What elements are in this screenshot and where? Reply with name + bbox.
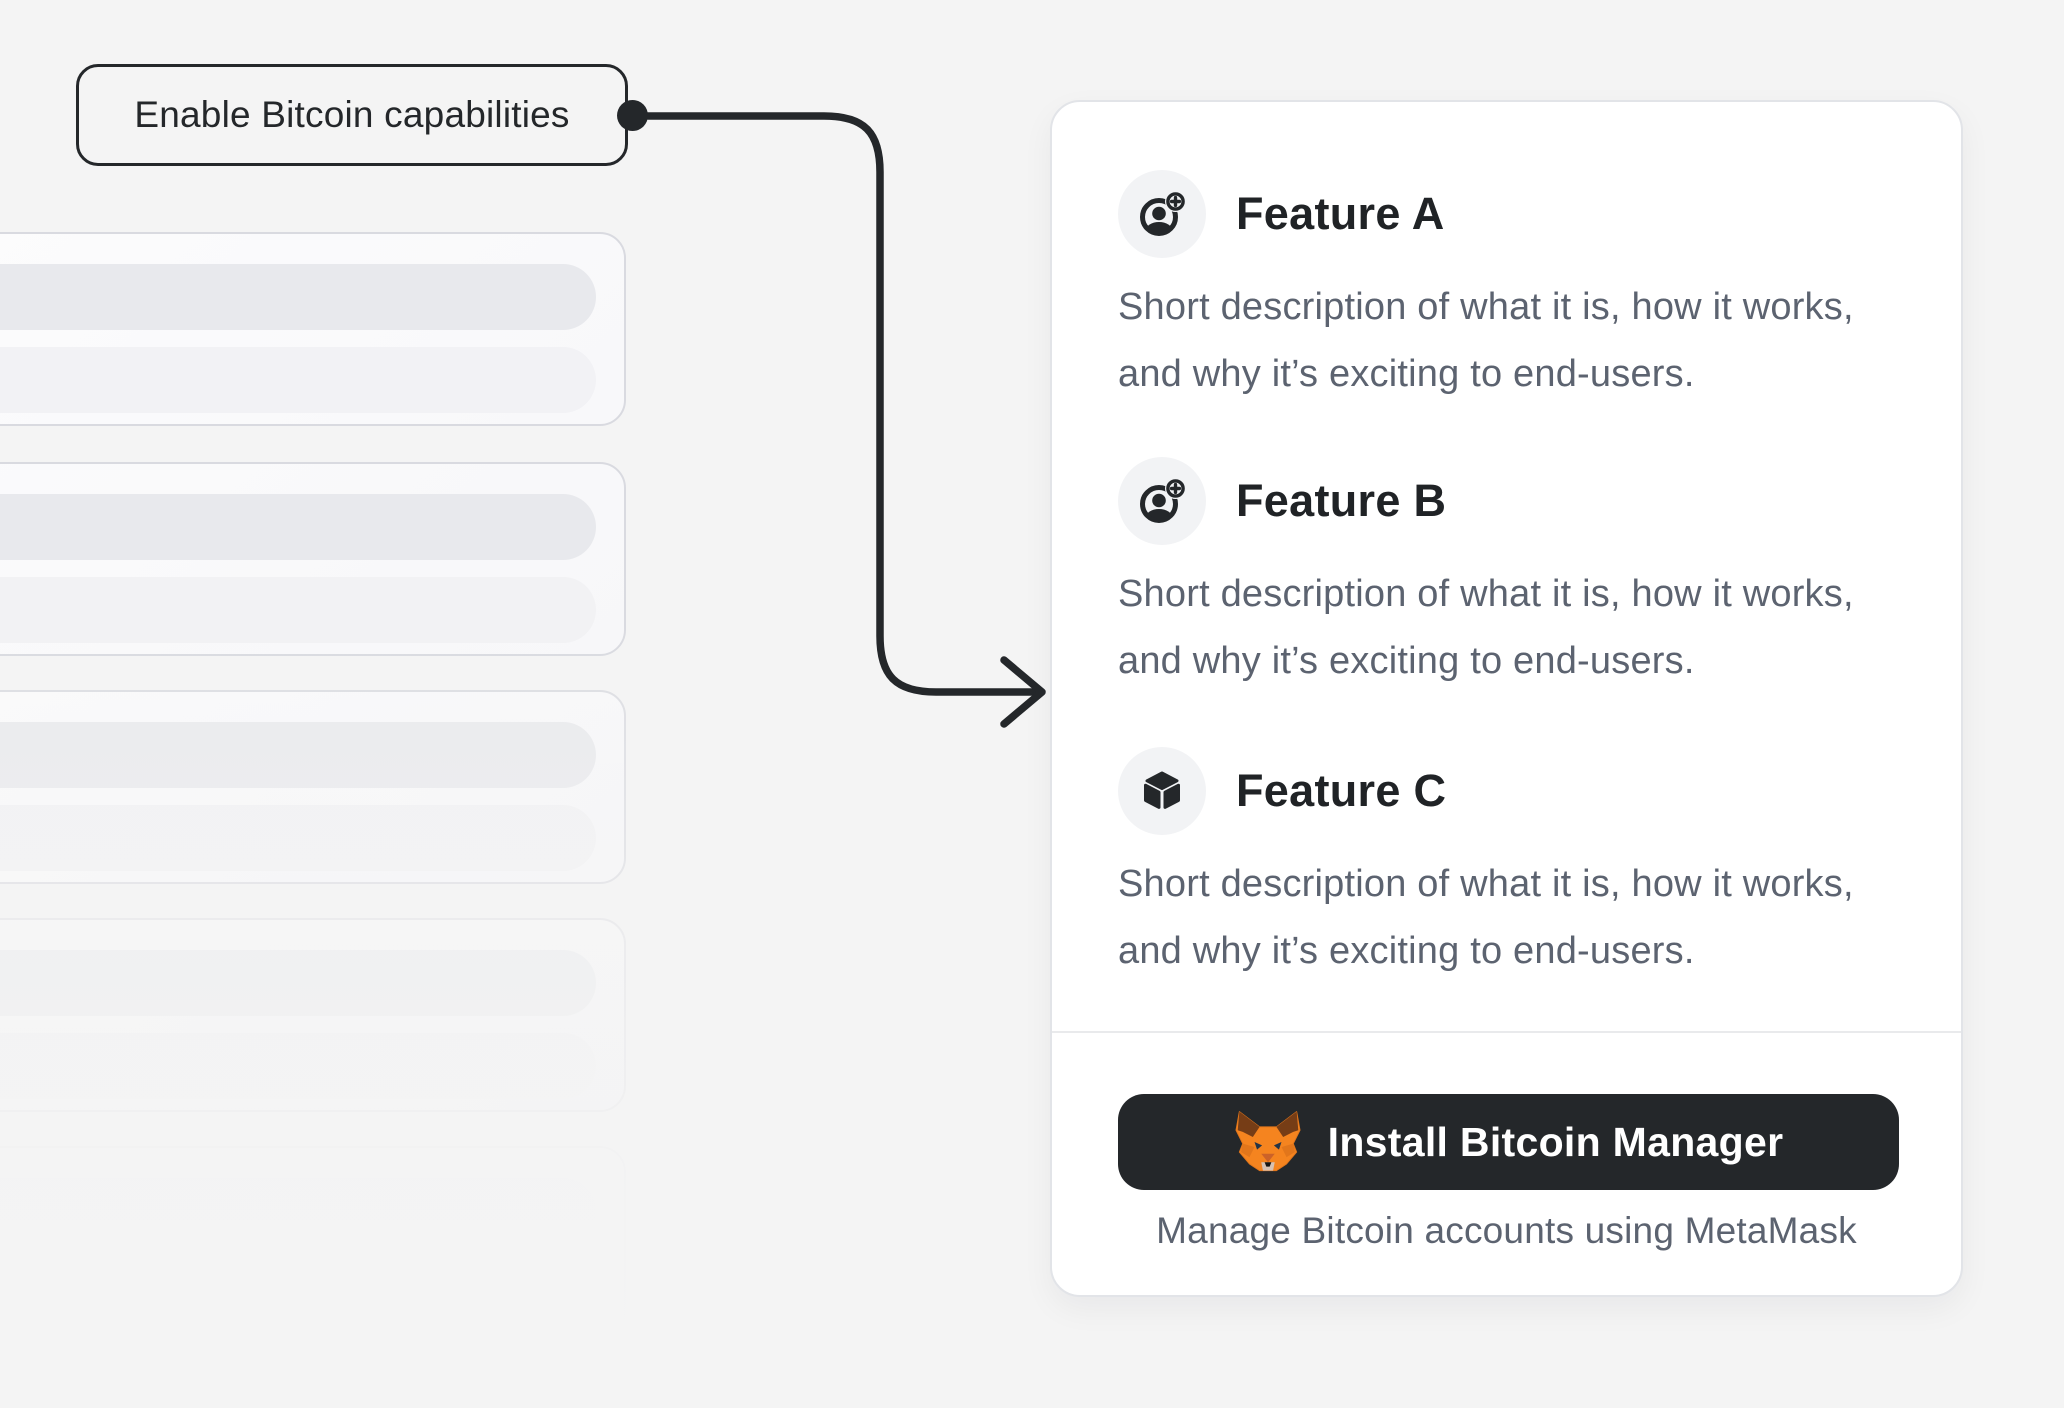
account-add-icon bbox=[1118, 457, 1206, 545]
metamask-fox-icon bbox=[1235, 1111, 1301, 1172]
connector-dot bbox=[617, 100, 648, 131]
feature-card: Feature A Short description of what it i… bbox=[1050, 100, 1963, 1297]
skeleton-card bbox=[0, 918, 626, 1112]
feature-item-b: Feature B Short description of what it i… bbox=[1118, 457, 1905, 695]
card-caption: Manage Bitcoin accounts using MetaMask bbox=[1156, 1210, 1857, 1251]
card-divider bbox=[1052, 1031, 1961, 1033]
skeleton-card bbox=[0, 232, 626, 426]
skeleton-row-pill bbox=[0, 722, 596, 788]
feature-item-a: Feature A Short description of what it i… bbox=[1118, 170, 1905, 408]
skeleton-row-pill bbox=[0, 577, 596, 643]
skeleton-row-pill bbox=[0, 494, 596, 560]
feature-description: Short description of what it is, how it … bbox=[1118, 286, 1854, 395]
annotation-label: Enable Bitcoin capabilities bbox=[76, 64, 628, 166]
account-add-icon bbox=[1118, 170, 1206, 258]
feature-row: Feature A bbox=[1118, 170, 1905, 258]
skeleton-row-pill bbox=[0, 1261, 596, 1327]
skeleton-card bbox=[0, 462, 626, 656]
feature-row: Feature B bbox=[1118, 457, 1905, 545]
skeleton-card bbox=[0, 690, 626, 884]
feature-title: Feature A bbox=[1236, 188, 1445, 239]
annotation-label-text: Enable Bitcoin capabilities bbox=[134, 94, 570, 135]
skeleton-row-pill bbox=[0, 347, 596, 413]
install-bitcoin-manager-button[interactable]: Install Bitcoin Manager bbox=[1118, 1094, 1899, 1190]
feature-description: Short description of what it is, how it … bbox=[1118, 863, 1854, 972]
skeleton-row-pill bbox=[0, 1033, 596, 1099]
cube-icon bbox=[1118, 747, 1206, 835]
skeleton-row-pill bbox=[0, 950, 596, 1016]
skeleton-row-pill bbox=[0, 264, 596, 330]
feature-item-c: Feature C Short description of what it i… bbox=[1118, 747, 1905, 985]
skeleton-card bbox=[0, 1146, 626, 1340]
skeleton-row-pill bbox=[0, 805, 596, 871]
skeleton-row-pill bbox=[0, 1178, 596, 1244]
feature-row: Feature C bbox=[1118, 747, 1905, 835]
feature-description: Short description of what it is, how it … bbox=[1118, 573, 1854, 682]
feature-title: Feature B bbox=[1236, 475, 1447, 526]
install-button-label: Install Bitcoin Manager bbox=[1327, 1118, 1784, 1165]
feature-title: Feature C bbox=[1236, 765, 1447, 816]
